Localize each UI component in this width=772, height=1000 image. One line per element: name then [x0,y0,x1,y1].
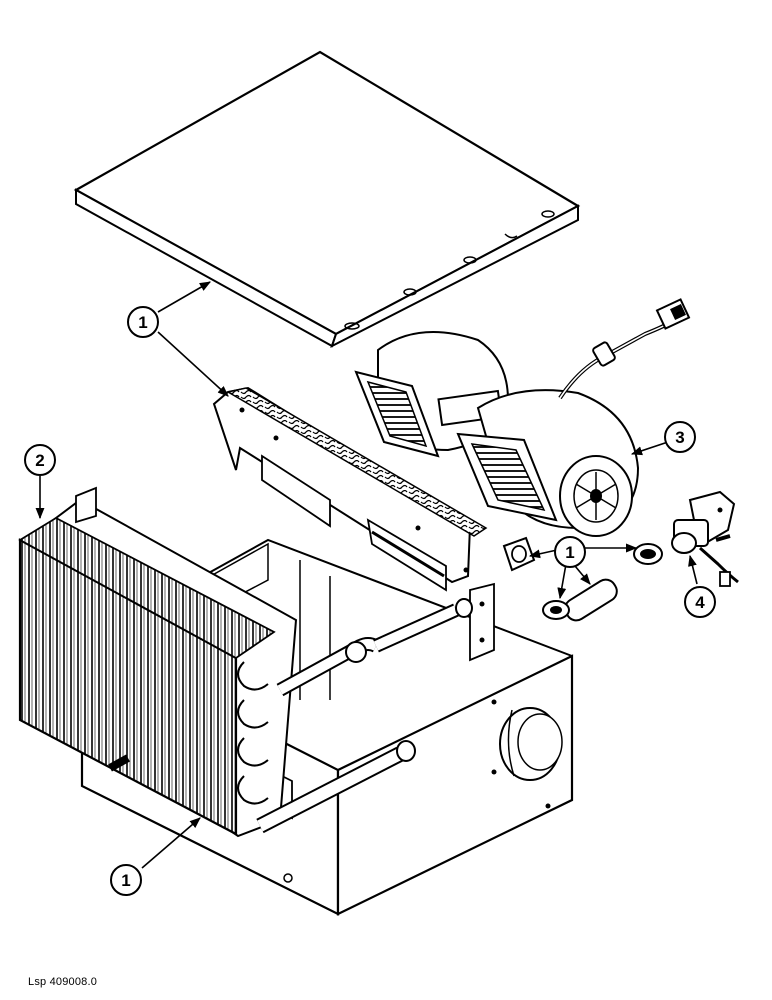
water-valve [671,490,739,587]
callout-4: 4 [684,586,716,618]
callout-1-top: 1 [127,306,159,338]
callout-2-label: 2 [35,451,44,470]
callout-3-label: 3 [675,428,684,447]
heater-core [18,486,473,838]
callout-1-bottom: 1 [110,864,142,896]
callout-1-top-label: 1 [138,313,147,332]
top-cover-panel [73,50,581,349]
leader-lines [35,281,698,869]
blower-assembly [354,298,691,537]
drawing-reference-number: Lsp 409008.0 [28,976,98,988]
mounting-plate-with-gasket [212,386,488,592]
callout-2: 2 [24,444,56,476]
callout-4-label: 4 [695,593,705,612]
callout-1-mid-label: 1 [565,543,574,562]
callout-3: 3 [664,421,696,453]
hose-fittings [502,536,663,622]
callout-1-mid: 1 [554,536,586,568]
callout-1-bottom-label: 1 [121,871,130,890]
